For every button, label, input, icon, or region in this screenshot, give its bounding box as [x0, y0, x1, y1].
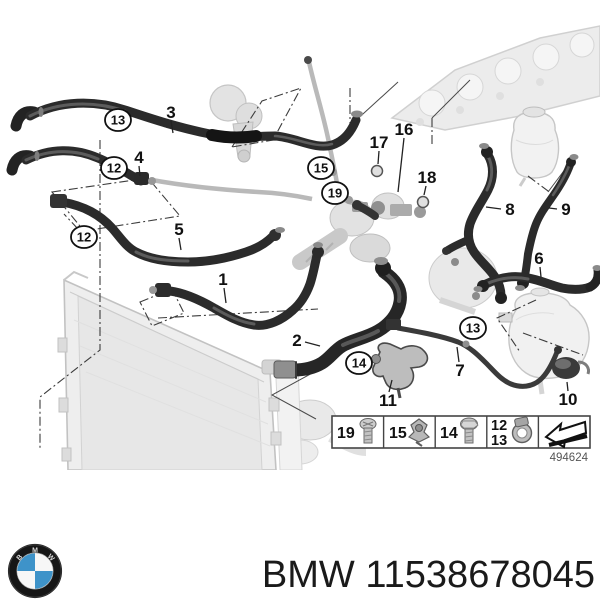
- legend-cell-arrow: [544, 420, 588, 449]
- callout-6: 6: [534, 249, 543, 268]
- callout-1: 1: [218, 270, 227, 289]
- hose-8: [442, 143, 507, 304]
- coolant-pipe-4: [151, 177, 313, 202]
- callout-18: 18: [418, 168, 437, 187]
- circled-13b: 13: [459, 316, 487, 340]
- callout-9: 9: [561, 200, 570, 219]
- svg-text:B: B: [16, 554, 25, 562]
- svg-text:W: W: [46, 553, 56, 563]
- svg-text:12: 12: [77, 230, 91, 245]
- callout-5: 5: [174, 220, 183, 239]
- legend-cell-12-13: 12 13: [491, 416, 533, 449]
- circled-12b: 12: [70, 225, 98, 249]
- plain-callouts: 3 4 5 1 2 16 17 18 8 9 6 7 11 10: [134, 103, 577, 410]
- svg-text:M: M: [32, 547, 38, 554]
- hose-2: [273, 257, 407, 379]
- expansion-tank-lower-ghost: [498, 287, 590, 395]
- hose-5: [50, 194, 285, 267]
- direction-arrow-icon: [544, 420, 588, 449]
- expander-clip-icon: [407, 418, 431, 447]
- callout-leader-lines: [138, 120, 569, 393]
- expansion-tank-upper-ghost: [510, 106, 560, 187]
- callout-3: 3: [166, 103, 175, 122]
- circled-14: 14: [345, 351, 373, 375]
- bmw-roundel-logo: B M W: [7, 543, 63, 599]
- svg-text:19: 19: [337, 425, 355, 442]
- clip-17: [370, 164, 384, 178]
- svg-text:12: 12: [107, 161, 121, 176]
- cylinder-head-ghost: [390, 25, 600, 131]
- roundel-quadrant-white-bl: [17, 571, 35, 589]
- legend-cell-19: 19: [337, 418, 377, 444]
- callout-7: 7: [455, 361, 464, 380]
- roundel-quadrant-blue-br: [35, 571, 53, 589]
- callout-16: 16: [395, 120, 414, 139]
- hose-12-4: [6, 146, 156, 186]
- radiator-ghost: [57, 270, 303, 471]
- svg-text:15: 15: [389, 425, 407, 442]
- legend-cell-15: 15: [389, 418, 431, 447]
- svg-text:12: 12: [491, 418, 507, 434]
- callout-11: 11: [379, 391, 397, 410]
- hose-3: [10, 98, 363, 151]
- legend-table: 19 15 14: [331, 415, 591, 449]
- circled-callouts: 13 12 12 15 19 14 13: [70, 108, 487, 375]
- hose-clamp-icon: [511, 416, 533, 444]
- hose-1: [149, 242, 324, 330]
- roundel-quadrant-white-tr: [35, 553, 53, 571]
- turbocharger-ghost: [209, 84, 263, 163]
- hose-9: [515, 154, 579, 291]
- holder-bracket: [371, 342, 429, 399]
- callout-4: 4: [134, 148, 144, 167]
- hose-7: [386, 319, 562, 389]
- svg-text:13: 13: [111, 113, 125, 128]
- circled-15: 15: [307, 156, 335, 180]
- part-reference: BMW 11538678045: [262, 554, 595, 597]
- svg-text:19: 19: [328, 186, 342, 201]
- callout-8: 8: [505, 200, 514, 219]
- svg-text:13: 13: [466, 321, 480, 336]
- roundel-letters: B M W: [16, 547, 56, 563]
- svg-text:13: 13: [491, 433, 507, 449]
- flange-screw-icon: [460, 417, 479, 444]
- drawing-number: 494624: [550, 452, 589, 464]
- brand-name: BMW: [261, 554, 355, 596]
- svg-text:14: 14: [440, 425, 458, 442]
- circled-12a: 12: [100, 156, 128, 180]
- callout-10: 10: [559, 390, 578, 409]
- exploded-diagram: 3 4 5 1 2 16 17 18 8 9 6 7 11 10 13 12 1…: [6, 25, 600, 471]
- part-number: 11538678045: [365, 554, 595, 596]
- circled-19: 19: [321, 181, 349, 205]
- callout-2: 2: [292, 331, 301, 350]
- hose-6: [473, 265, 600, 294]
- clip-18: [416, 195, 430, 209]
- svg-text:15: 15: [314, 161, 328, 176]
- roundel-quadrant-blue-tl: [17, 553, 35, 571]
- svg-text:14: 14: [352, 356, 367, 371]
- tank-cap: [552, 357, 590, 379]
- circled-13a: 13: [104, 108, 132, 132]
- callout-17: 17: [370, 133, 389, 152]
- legend-cell-14: 14: [440, 417, 479, 444]
- pan-head-screw-icon: [359, 418, 377, 444]
